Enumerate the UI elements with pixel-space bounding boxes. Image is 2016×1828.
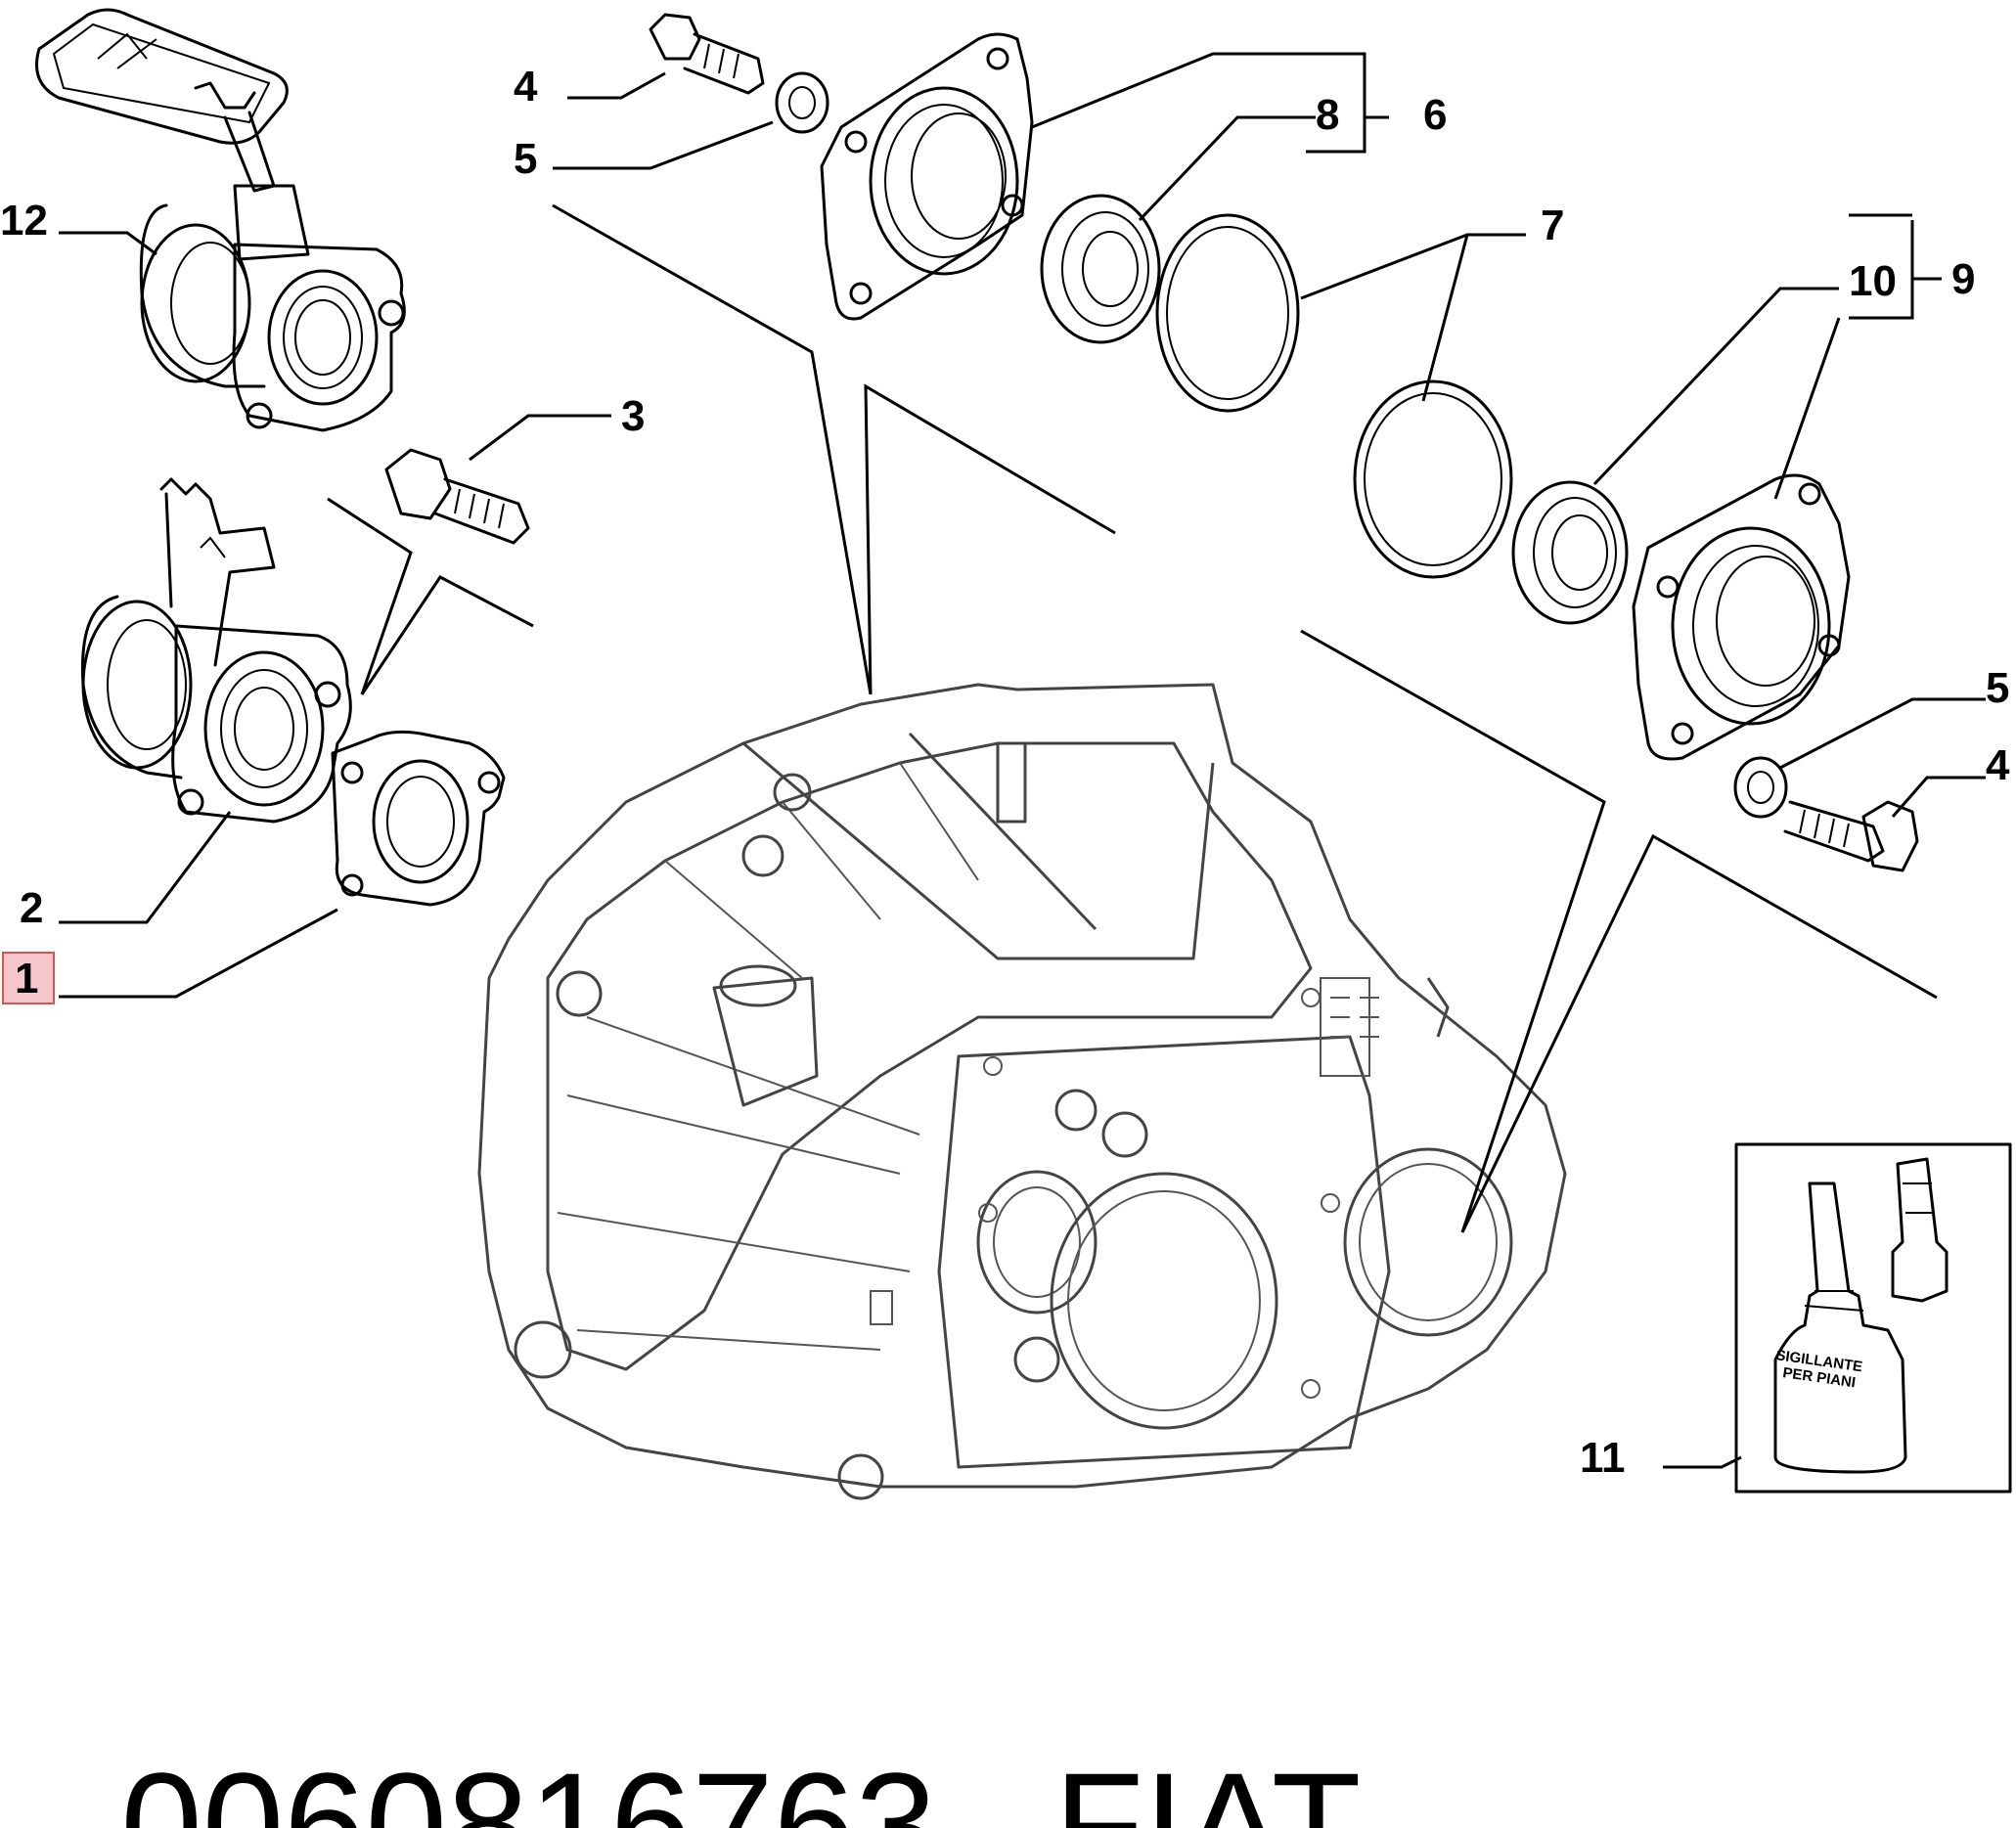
part-7-o-ring-upper (1155, 213, 1300, 413)
part-9-flange-cover (1632, 473, 1851, 761)
part-5-right-washer (1733, 756, 1788, 819)
leader-2 (59, 811, 232, 924)
callout-7[interactable]: 7 (1541, 201, 1564, 249)
leader-12 (59, 231, 157, 256)
leader-6-bracket (1031, 52, 1366, 154)
brand-name: FIAT (1053, 1742, 1362, 1828)
callout-1[interactable]: 1 (15, 955, 38, 1003)
leader-4-top (567, 71, 666, 100)
callout-5-top[interactable]: 5 (514, 135, 537, 183)
callout-3[interactable]: 3 (621, 392, 645, 440)
leader-5-right (1779, 697, 1986, 770)
part-7-o-ring-lower (1353, 379, 1513, 579)
explode-indicator-lines (327, 203, 1938, 1233)
part-2-concentric-slave-cylinder (80, 477, 352, 824)
callout-1-highlight (2, 952, 55, 1004)
leader-lines (59, 52, 1986, 1469)
gearbox-housing (477, 683, 1567, 1500)
callout-8[interactable]: 8 (1316, 91, 1339, 139)
callout-5-right[interactable]: 5 (1986, 664, 2009, 712)
part-8-oil-seal (1040, 194, 1161, 344)
callout-6[interactable]: 6 (1423, 91, 1447, 139)
part-12-slave-cylinder-with-hose (35, 8, 406, 432)
callout-4-right[interactable]: 4 (1986, 741, 2010, 789)
leader-8 (1138, 115, 1316, 222)
leader-10 (1592, 287, 1839, 486)
callout-4-top[interactable]: 4 (514, 63, 538, 111)
callout-9[interactable]: 9 (1951, 255, 1975, 303)
leader-11 (1663, 1455, 1742, 1469)
part-11-sealant-kit: SIGILLANTE PER PIANI (1734, 1142, 2012, 1494)
callout-2[interactable]: 2 (20, 884, 43, 932)
leader-9-bracket (1849, 220, 1914, 320)
part-4-top-bolt (649, 13, 765, 95)
part-4-right-bolt (1783, 800, 1919, 872)
part-1-guide-flange (331, 730, 506, 907)
callout-11[interactable]: 11 (1580, 1434, 1626, 1482)
callout-labels: 1 2 3 4 5 8 6 7 10 9 5 4 11 12 (0, 63, 2010, 1482)
leader-7-a (1300, 233, 1526, 300)
part-3-bolt (384, 448, 530, 545)
callout-12[interactable]: 12 (0, 197, 48, 245)
leader-1 (59, 908, 338, 999)
callout-10[interactable]: 10 (1849, 257, 1897, 305)
part-number: 0060816763 (120, 1742, 937, 1828)
part-5-top-washer (775, 71, 829, 134)
leader-5-top (553, 120, 774, 170)
leader-9-to-flange (1773, 317, 1841, 500)
leader-3 (469, 414, 611, 462)
leader-7-b (1421, 234, 1469, 402)
part-10-oil-seal (1511, 480, 1629, 625)
part-6-flange-cover (820, 32, 1034, 321)
part-caption: 0060816763 FIAT (39, 1604, 1361, 1828)
leader-4-right (1891, 776, 1986, 818)
